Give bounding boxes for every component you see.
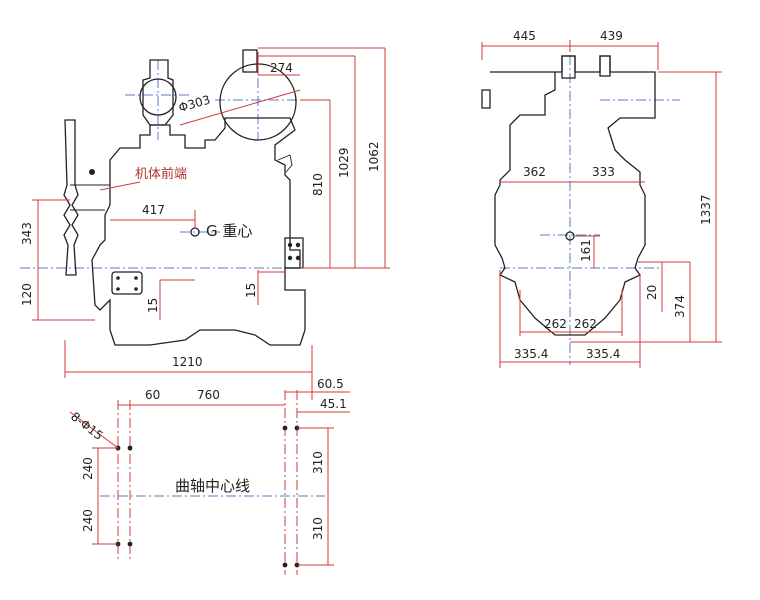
dim-120: 120 bbox=[20, 283, 34, 306]
breather-hook bbox=[277, 154, 293, 173]
hole-5 bbox=[282, 425, 288, 431]
hole-4 bbox=[127, 541, 133, 547]
dim-335-4-b: 335.4 bbox=[586, 347, 620, 361]
dim-760: 760 bbox=[197, 388, 220, 402]
dim-310-a: 310 bbox=[311, 451, 325, 474]
dim-417: 417 bbox=[142, 203, 165, 217]
front-filler bbox=[599, 55, 611, 77]
fan-dia-leader bbox=[179, 89, 301, 126]
dim-20: 20 bbox=[645, 285, 659, 300]
dim-1337: 1337 bbox=[699, 194, 713, 225]
front-side-fitting bbox=[481, 89, 491, 109]
dim-1029: 1029 bbox=[337, 147, 351, 178]
front-view: 445 439 362 333 1337 161 20 374 262 262 … bbox=[481, 29, 722, 368]
bolt-3 bbox=[287, 255, 293, 261]
dim-240-b: 240 bbox=[81, 509, 95, 532]
crankshaft-centerline-label: 曲轴中心线 bbox=[175, 477, 250, 495]
dim-45-1: 45.1 bbox=[320, 397, 347, 411]
dim-15-b: 15 bbox=[244, 283, 258, 298]
front-cog-marker bbox=[565, 231, 575, 241]
dim-15-a: 15 bbox=[146, 298, 160, 313]
dim-240-a: 240 bbox=[81, 457, 95, 480]
oil-bolt-4 bbox=[134, 287, 138, 291]
engine-body-outline bbox=[91, 117, 306, 346]
oil-bolt-3 bbox=[116, 287, 120, 291]
hole-2 bbox=[127, 445, 133, 451]
side-view: G 重心 机体前端 Φ303 274 1062 1029 810 417 343… bbox=[20, 47, 390, 378]
fan-diameter-label: Φ303 bbox=[177, 93, 212, 115]
dim-333: 333 bbox=[592, 165, 615, 179]
air-filter-circle bbox=[139, 78, 177, 116]
dim-262-a: 262 bbox=[544, 317, 567, 331]
dim-362: 362 bbox=[523, 165, 546, 179]
dim-161: 161 bbox=[579, 239, 593, 262]
dim-262-b: 262 bbox=[574, 317, 597, 331]
cog-label: G 重心 bbox=[206, 222, 252, 240]
dim-343: 343 bbox=[20, 222, 34, 245]
hole-spec-leader bbox=[69, 411, 119, 449]
hole-spec-label: 8-Φ15 bbox=[68, 409, 106, 443]
dim-60: 60 bbox=[145, 388, 160, 402]
dim-810: 810 bbox=[311, 173, 325, 196]
dim-439: 439 bbox=[600, 29, 623, 43]
fan-blade-outline bbox=[63, 119, 79, 276]
dim-310-b: 310 bbox=[311, 517, 325, 540]
front-exhaust bbox=[561, 55, 576, 79]
dim-374: 374 bbox=[673, 295, 687, 318]
oil-bolt-1 bbox=[116, 276, 120, 280]
dim-1210: 1210 bbox=[172, 355, 203, 369]
hole-7 bbox=[282, 562, 288, 568]
exhaust-outlet bbox=[242, 49, 258, 73]
front-end-label: 机体前端 bbox=[135, 166, 187, 182]
mount-plan-view: 曲轴中心线 8-Φ15 60 760 60.5 45.1 240 240 310 bbox=[68, 377, 350, 575]
front-body-outline bbox=[490, 55, 656, 336]
front-end-leader bbox=[99, 181, 141, 191]
exhaust-stack bbox=[142, 59, 174, 126]
dim-335-4-a: 335.4 bbox=[514, 347, 548, 361]
bolt-1 bbox=[287, 242, 293, 248]
bolt-2 bbox=[295, 242, 301, 248]
oil-bolt-2 bbox=[134, 276, 138, 280]
bolt-4 bbox=[295, 255, 301, 261]
dim-60-5: 60.5 bbox=[317, 377, 344, 391]
dim-445: 445 bbox=[513, 29, 536, 43]
dim-274: 274 bbox=[270, 61, 293, 75]
oil-filter bbox=[111, 271, 143, 295]
dim-1062: 1062 bbox=[367, 141, 381, 172]
front-fitting bbox=[89, 169, 95, 175]
mount-bracket bbox=[284, 237, 304, 269]
